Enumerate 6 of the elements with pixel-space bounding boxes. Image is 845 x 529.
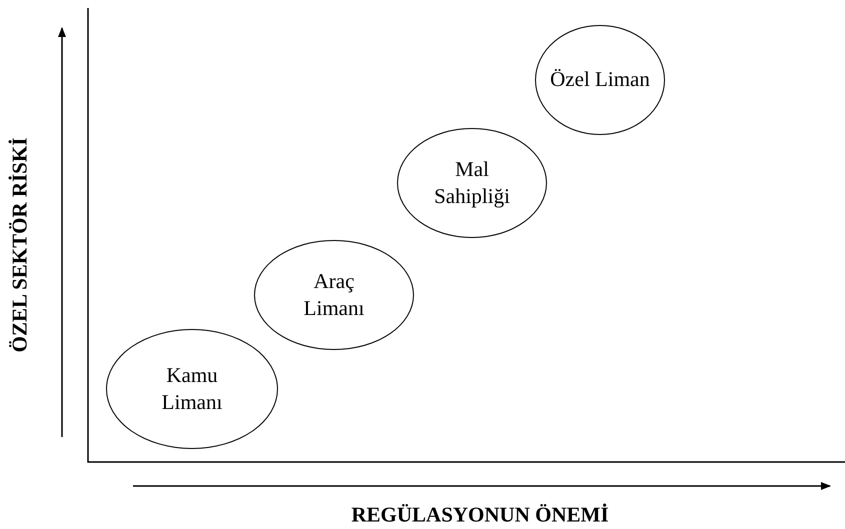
axis-label: REGÜLASYONUN ÖNEMİ bbox=[351, 502, 609, 528]
node-label: Özel Liman bbox=[550, 66, 650, 94]
node-label: Araç Limanı bbox=[302, 268, 366, 322]
node-label: Kamu Limanı bbox=[160, 362, 224, 416]
axis-label: ÖZEL SEKTÖR RİSKİ bbox=[8, 138, 32, 352]
node-label: Mal Sahipliği bbox=[433, 156, 511, 210]
